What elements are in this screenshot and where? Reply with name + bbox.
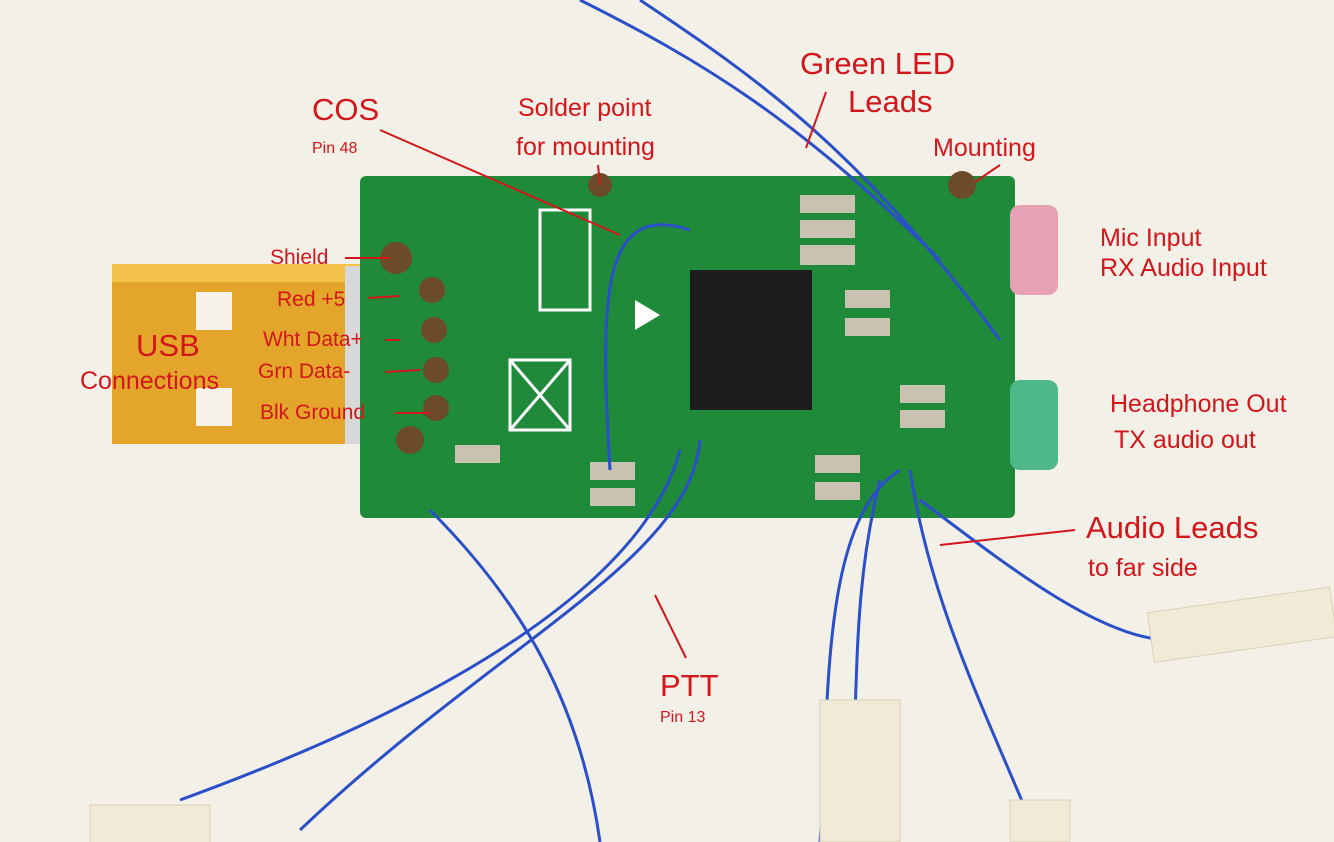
mic-input-label: Mic Input [1100,224,1202,252]
usb-connections-label: Connections [80,367,219,395]
pcb-board [360,171,1015,518]
solder-point-label: Solder point [518,94,652,122]
green-led-label: Green LED [800,46,956,81]
pin-label-black: Blk Ground [260,401,366,424]
green-led-label-2: Leads [848,84,933,119]
headphone-out-label: Headphone Out [1110,390,1287,418]
headphone-jack [1010,380,1058,470]
usb-plug [112,264,375,444]
mounting-label: Mounting [933,134,1036,162]
ptt-label: PTT [660,668,719,703]
cos-pin-label: Pin 48 [312,140,358,157]
audio-leads-sub-label: to far side [1088,554,1198,582]
pin-label-green: Grn Data- [258,360,351,383]
tx-audio-label: TX audio out [1114,426,1256,454]
usb-label: USB [136,328,200,363]
pin-label-red: Red +5 [277,288,346,311]
ptt-pin-label: Pin 13 [660,709,706,726]
wires [179,0,1171,842]
pin-label-shield: Shield [270,246,329,269]
audio-leads-label: Audio Leads [1086,510,1259,545]
solder-point-label-2: for mounting [516,133,655,161]
mic-jack [1010,205,1058,295]
cos-label: COS [312,92,380,127]
rx-audio-label: RX Audio Input [1100,254,1267,282]
codec-chip [690,270,812,410]
pin-label-white: Wht Data+ [263,328,363,351]
pointer-lines [345,91,1076,659]
